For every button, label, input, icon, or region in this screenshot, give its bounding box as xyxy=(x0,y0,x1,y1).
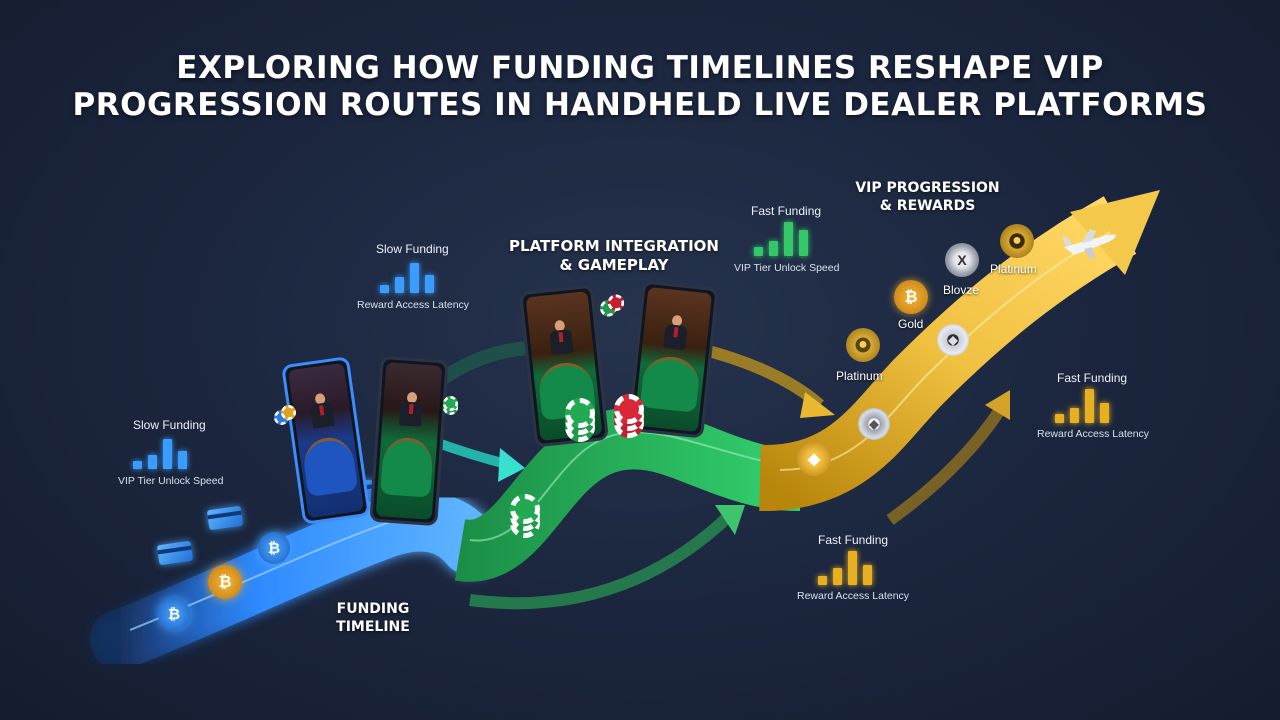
blue-route xyxy=(90,491,500,670)
metric-bar xyxy=(395,277,404,293)
connector-arrow xyxy=(469,510,735,610)
metric-bar-chart xyxy=(818,551,872,585)
green-route xyxy=(454,407,801,582)
metric-caption: Reward Access Latency xyxy=(1037,428,1150,440)
phone-screen xyxy=(287,362,365,519)
bitcoin-icon: ₿ xyxy=(158,598,190,630)
metric-bar xyxy=(1085,389,1094,423)
airplane-icon xyxy=(1062,229,1116,259)
bitcoin-icon: ₿ xyxy=(894,280,928,314)
metric-bar-chart xyxy=(1055,389,1109,423)
dealer-figure xyxy=(548,319,574,356)
section-platform-line-2: & GAMEPLAY xyxy=(559,256,669,274)
phone-live-dealer xyxy=(369,355,449,527)
metric-bar xyxy=(1070,408,1079,423)
metric-heading: Fast Funding xyxy=(751,204,822,218)
section-funding-line-2: TIMELINE xyxy=(336,619,410,635)
connector-arrowhead xyxy=(800,392,835,418)
vip-medal-icon: ◆ xyxy=(797,442,831,476)
vip-medal-icon: ◆ xyxy=(937,324,969,356)
table-felt xyxy=(301,434,358,498)
metric-bar xyxy=(148,455,157,469)
tier-label-platinum-top: Platinum xyxy=(990,262,1037,276)
section-platform: PLATFORM INTEGRATION & GAMEPLAY xyxy=(505,237,723,275)
tier-label-gold: Gold xyxy=(898,317,924,331)
metric-bar-chart xyxy=(133,437,187,469)
section-funding-line-1: FUNDING xyxy=(336,601,410,617)
metric-heading: Fast Funding xyxy=(1057,371,1128,385)
metric-bar xyxy=(818,576,827,585)
metric-bar xyxy=(754,247,763,256)
metric-bar xyxy=(410,263,419,293)
title-line-2: PROGRESSION ROUTES IN HANDHELD LIVE DEAL… xyxy=(72,87,1208,123)
connector-arrowhead xyxy=(498,448,525,482)
metric-bar xyxy=(848,551,857,585)
metric-heading: Slow Funding xyxy=(376,242,449,256)
metric-bar xyxy=(833,568,842,585)
metric-heading: Slow Funding xyxy=(133,418,206,432)
metric-bar xyxy=(133,461,142,469)
phone-screen xyxy=(633,287,713,432)
metric-heading: Fast Funding xyxy=(818,533,889,547)
section-vip-line-1: VIP PROGRESSION xyxy=(855,180,1000,196)
metric-caption: Reward Access Latency xyxy=(357,299,470,311)
metric-bar xyxy=(799,230,808,256)
bitcoin-icon: ₿ xyxy=(258,532,290,564)
dealer-figure xyxy=(663,314,688,351)
metric-caption: VIP Tier Unlock Speed xyxy=(118,475,224,487)
metric-caption: Reward Access Latency xyxy=(797,590,910,602)
metric-bar-chart xyxy=(380,261,434,293)
metric-bar xyxy=(178,451,187,469)
phone-screen xyxy=(375,362,443,520)
metric-bar xyxy=(1055,414,1064,423)
connector-arrowhead xyxy=(715,505,745,535)
metric-bar xyxy=(863,565,872,585)
bitcoin-icon: ₿ xyxy=(208,565,242,599)
gold-route-arrowhead xyxy=(1070,190,1160,275)
metric-bar-chart xyxy=(754,222,808,256)
title-line-1: EXPLORING HOW FUNDING TIMELINES RESHAPE … xyxy=(176,50,1104,86)
table-felt xyxy=(380,436,434,499)
metric-bar xyxy=(784,222,793,256)
metric-bar xyxy=(380,285,389,293)
table-felt xyxy=(639,353,702,413)
tier-label-blovze: Blovze xyxy=(943,283,980,297)
metric-bar xyxy=(425,275,434,293)
tier-label-platinum: Platinum xyxy=(836,369,883,383)
connector-arrow xyxy=(703,344,824,410)
metric-bar xyxy=(163,439,172,469)
connector-arrowhead xyxy=(985,390,1010,420)
section-vip-line-2: & REWARDS xyxy=(879,198,976,214)
metric-bar xyxy=(769,241,778,256)
page-title: EXPLORING HOW FUNDING TIMELINES RESHAPE … xyxy=(0,50,1280,124)
dealer-figure xyxy=(399,391,423,427)
section-funding-timeline: FUNDING TIMELINE xyxy=(318,600,428,636)
section-platform-line-1: PLATFORM INTEGRATION xyxy=(509,237,719,255)
metric-caption: VIP Tier Unlock Speed xyxy=(734,262,840,274)
vip-medal-icon: X xyxy=(945,243,979,277)
vip-medal-icon: ● xyxy=(846,328,880,362)
vip-medal-icon: ◆ xyxy=(858,408,890,440)
metric-bar xyxy=(1100,403,1109,423)
connector-arrow xyxy=(886,406,1005,525)
dealer-figure xyxy=(308,392,335,429)
section-vip: VIP PROGRESSION & REWARDS xyxy=(855,179,1000,215)
vip-medal-icon: ● xyxy=(1000,224,1034,258)
